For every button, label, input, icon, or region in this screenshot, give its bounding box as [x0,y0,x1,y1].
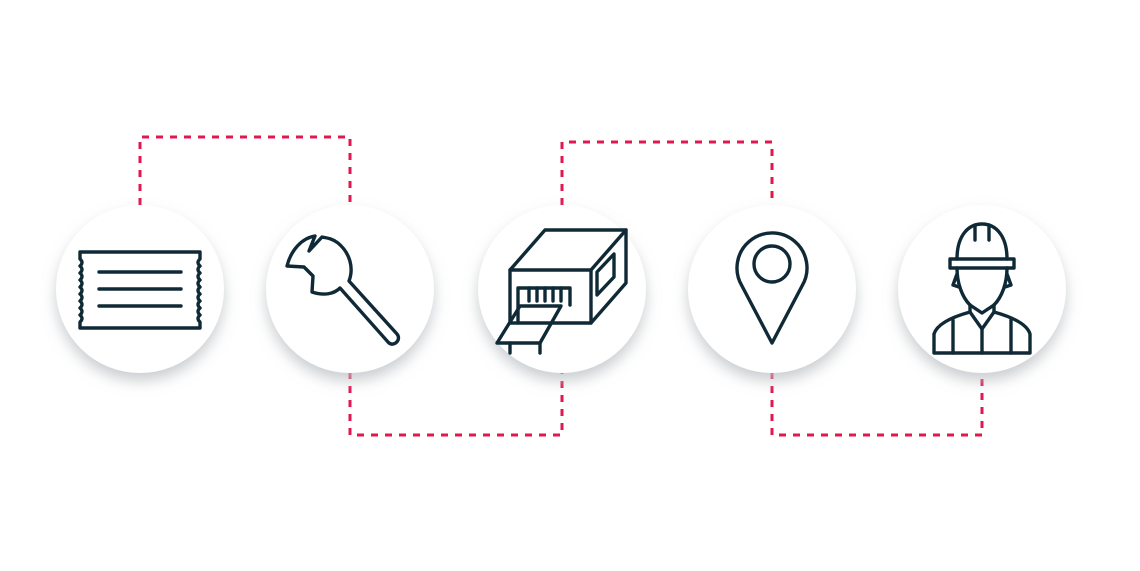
node-location-pin [688,205,856,373]
wrench-icon [285,234,401,346]
node-circle [266,205,434,373]
connectors [138,135,984,437]
node-ticket [56,205,224,373]
connector-machine-to-pin [560,140,774,205]
node-conveyor-machine [478,205,646,373]
connector-wrench-to-machine [348,372,564,437]
conveyor-machine-icon [495,228,628,355]
node-circle [898,205,1066,373]
location-pin-icon [735,231,809,345]
worker-hardhat-icon [932,222,1032,355]
node-wrench [266,205,434,373]
connector-ticket-to-wrench [138,135,352,205]
node-circle [688,205,856,373]
connector-pin-to-worker [770,372,984,437]
node-worker [898,205,1066,373]
ticket-icon [78,250,202,330]
